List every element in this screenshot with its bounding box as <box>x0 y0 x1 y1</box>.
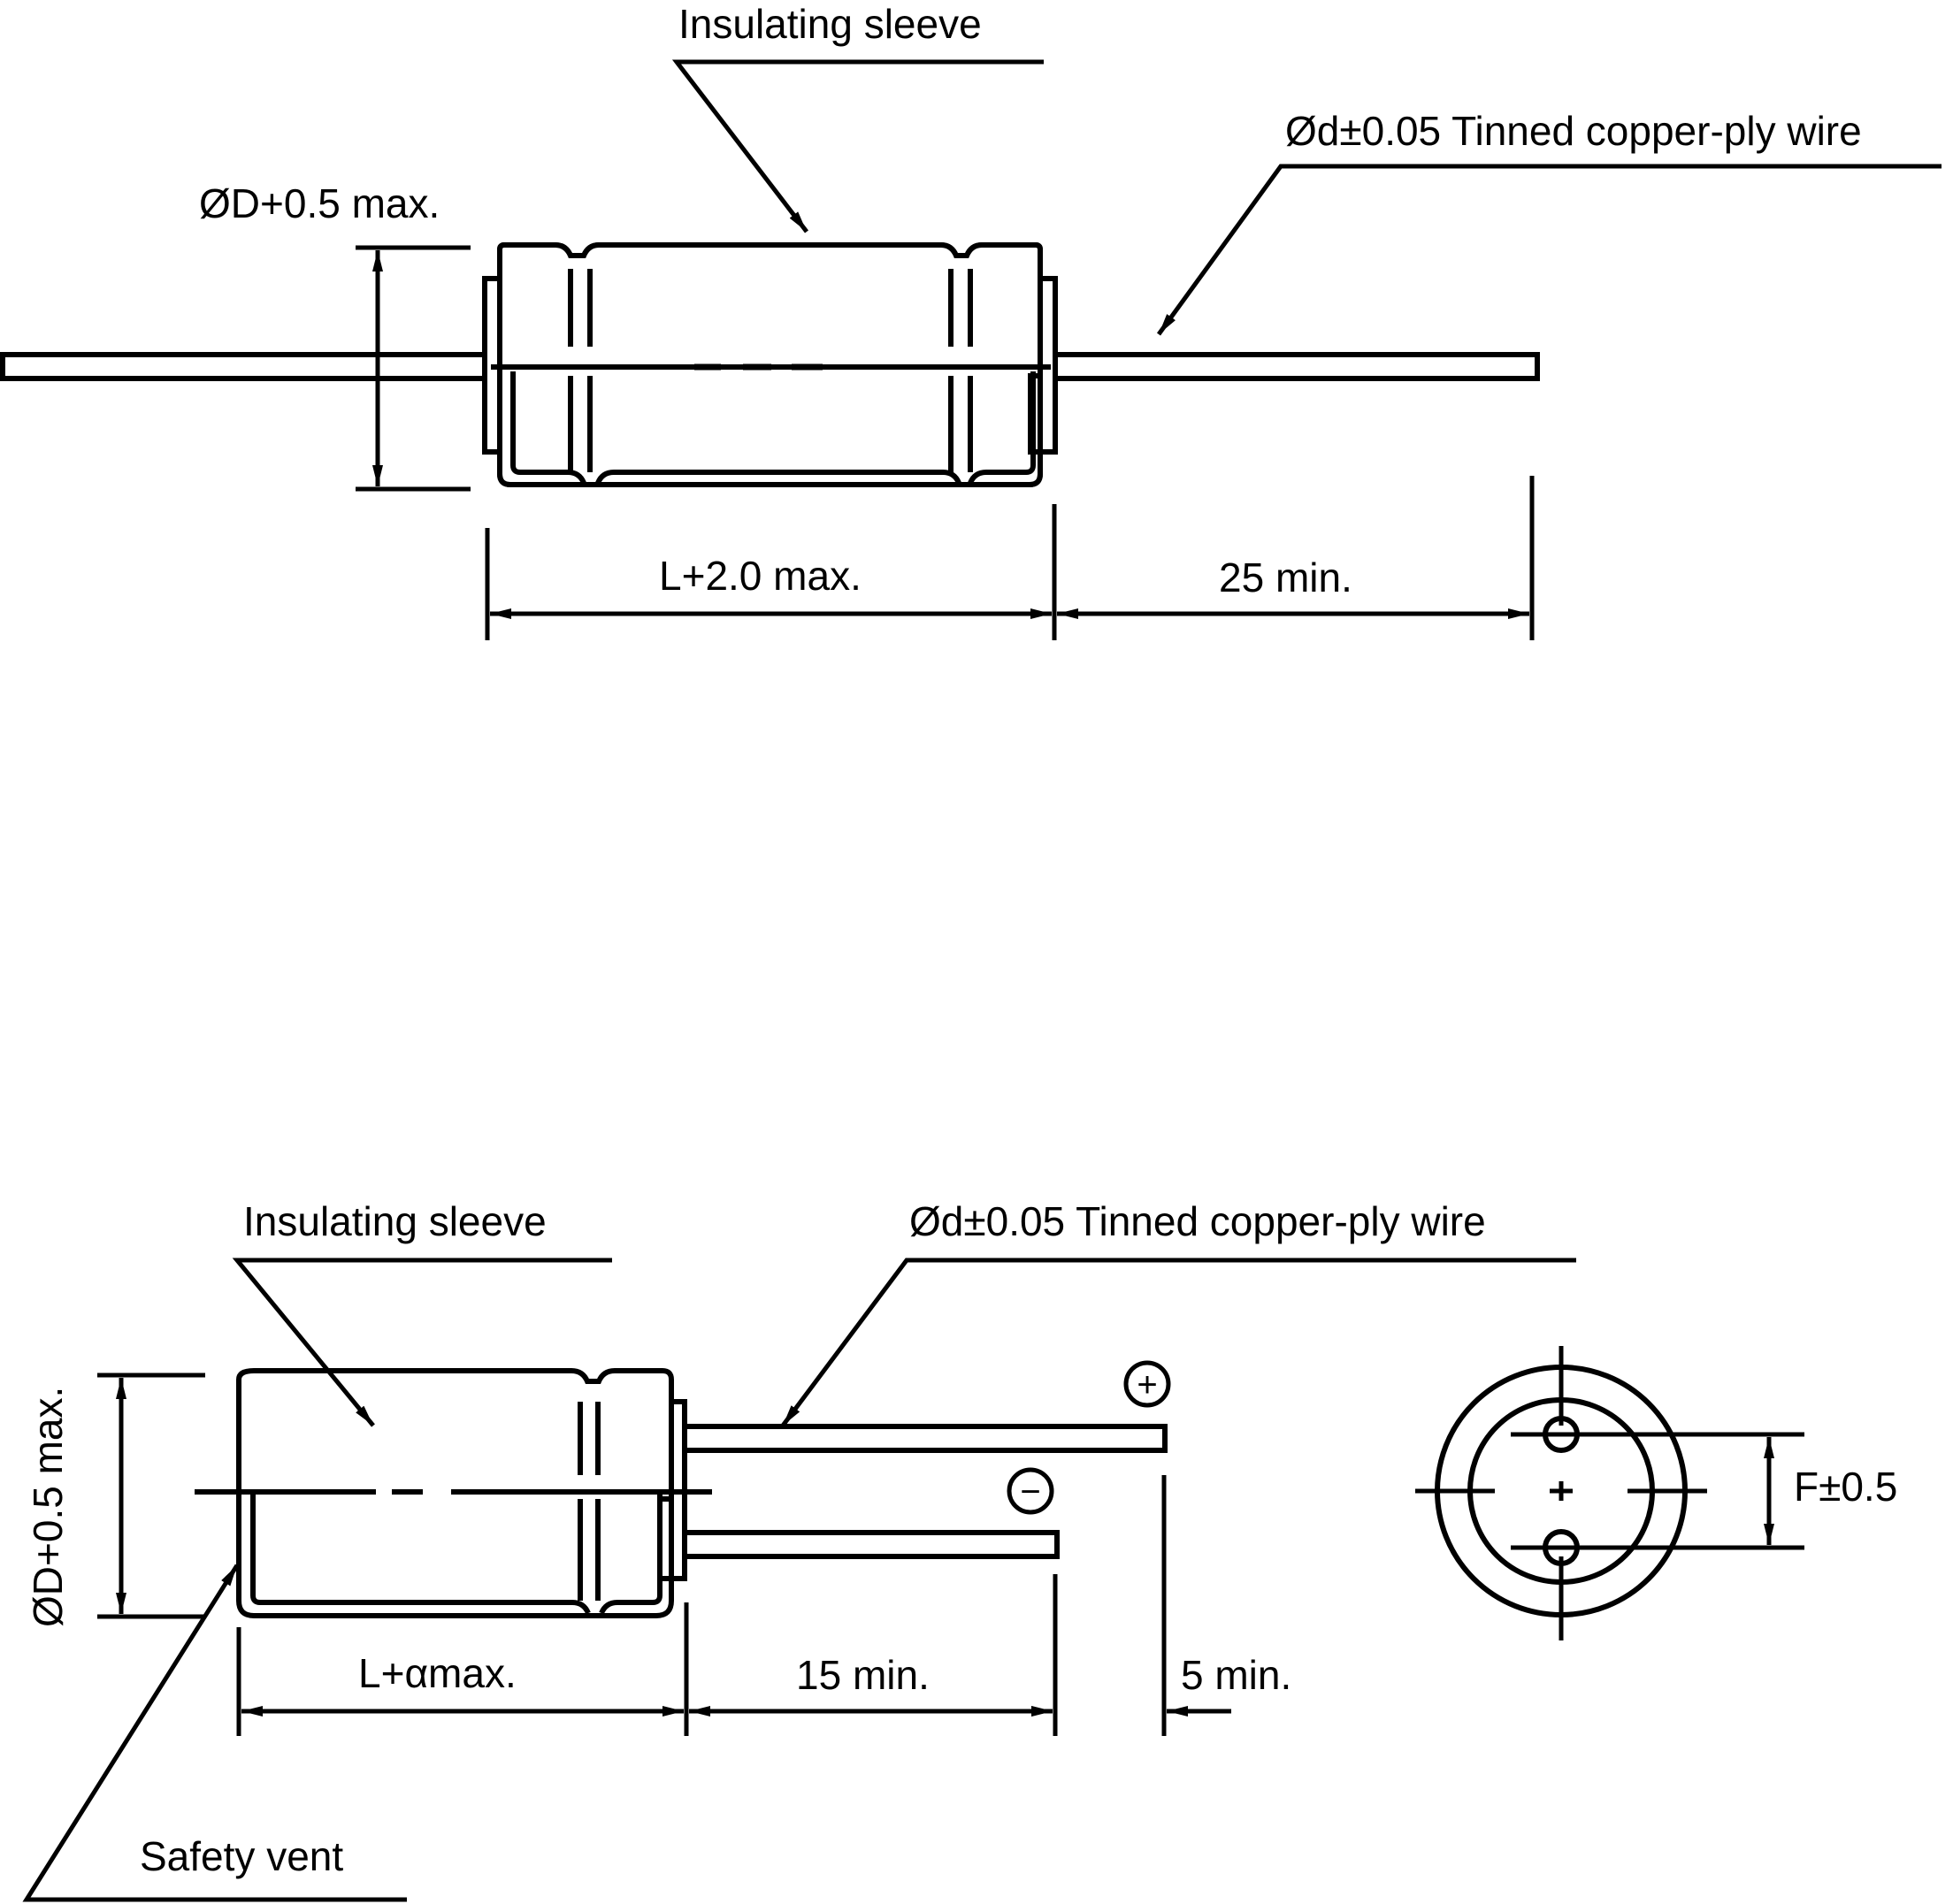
minus-symbol: − <box>1020 1472 1040 1511</box>
radial-length-label: L+αmax. <box>358 1650 517 1696</box>
axial-lead-label: 25 min. <box>1219 554 1352 600</box>
positive-polarity-mark <box>1123 1360 1171 1408</box>
axial-wire-leader <box>1156 164 1942 336</box>
axial-diameter-label: ØD+0.5 max. <box>199 180 440 226</box>
radial-lead-negative <box>674 1530 1060 1559</box>
axial-capacitor-view <box>0 59 1942 640</box>
radial-sleeve-label: Insulating sleeve <box>243 1198 547 1244</box>
radial-lead-label: 15 min. <box>796 1652 930 1698</box>
radial-lead-positive <box>674 1424 1168 1453</box>
radial-wire-leader <box>780 1258 1576 1427</box>
pitch-label: F±0.5 <box>1794 1464 1897 1510</box>
radial-end-view <box>1415 1346 1804 1640</box>
axial-sleeve-leader <box>671 59 1044 233</box>
radial-capacitor-view <box>22 1258 1804 1902</box>
radial-lead-diff-label: 5 min. <box>1181 1652 1291 1698</box>
plus-symbol: + <box>1137 1365 1157 1404</box>
radial-diameter-label: ØD+0.5 max. <box>25 1387 71 1627</box>
radial-wire-label: Ød±0.05 Tinned copper-ply wire <box>909 1198 1486 1244</box>
radial-vent-leader <box>22 1564 407 1902</box>
radial-vent-label: Safety vent <box>140 1833 343 1879</box>
axial-wire-label: Ød±0.05 Tinned copper-ply wire <box>1285 108 1862 154</box>
negative-polarity-mark <box>1007 1467 1054 1515</box>
axial-sleeve-label: Insulating sleeve <box>678 1 982 47</box>
radial-sleeve-leader <box>232 1258 612 1427</box>
axial-length-label: L+2.0 max. <box>659 553 862 599</box>
